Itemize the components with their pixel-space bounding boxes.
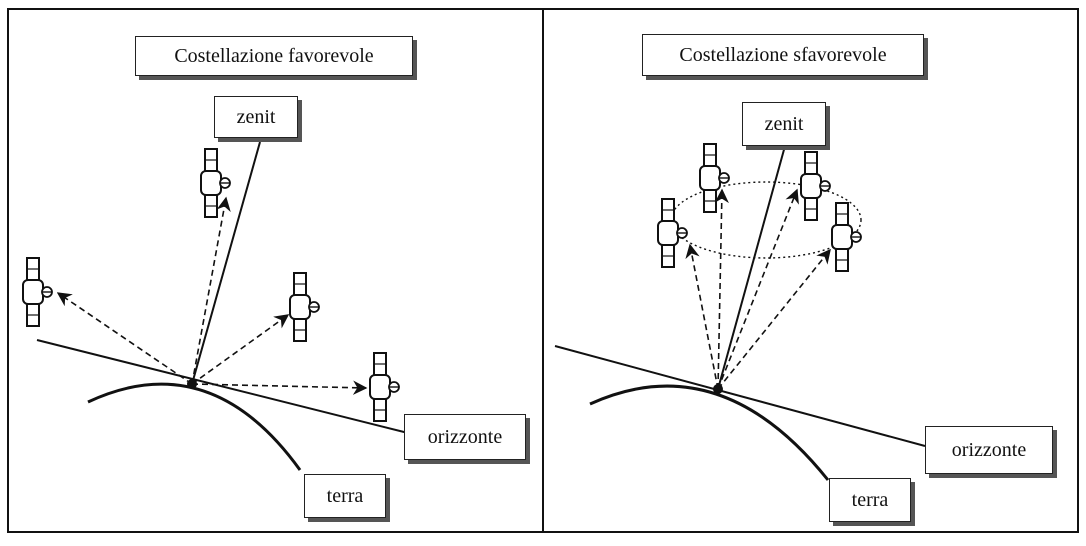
earth-label: terra — [829, 478, 911, 522]
signal-arrow — [714, 188, 729, 390]
satellite-icon — [800, 151, 831, 221]
signal-arrow — [717, 188, 799, 390]
signal-arrow — [717, 248, 831, 390]
satellite-icon — [831, 202, 862, 272]
signal-arrow — [191, 314, 290, 385]
zenith-label: zenit — [214, 96, 298, 138]
earth-label: terra — [304, 474, 386, 518]
signal-arrow — [685, 243, 719, 390]
horizon-label: orizzonte — [925, 426, 1053, 474]
signal-arrow — [191, 380, 368, 395]
satellite-icon — [289, 272, 320, 342]
satellite-icon — [699, 143, 730, 213]
signal-arrow — [56, 292, 193, 385]
satellite-icon — [657, 198, 688, 268]
panel-favorable — [22, 141, 409, 471]
horizon-line — [554, 345, 926, 447]
panel-unfavorable — [554, 143, 926, 481]
signal-arrow — [191, 196, 231, 385]
zenith-line — [717, 145, 786, 390]
panel-title-favorable: Costellazione favorevole — [135, 36, 413, 76]
satellite-icon — [369, 352, 400, 422]
horizon-line — [36, 339, 409, 434]
zenith-line — [191, 141, 261, 385]
satellite-icon — [200, 148, 231, 218]
earth-curve — [589, 384, 830, 481]
observer-point — [713, 384, 723, 394]
zenith-label: zenit — [742, 102, 826, 146]
earth-curve — [87, 382, 302, 471]
observer-point — [187, 379, 197, 389]
panel-title-unfavorable: Costellazione sfavorevole — [642, 34, 924, 76]
satellite-icon — [22, 257, 53, 327]
horizon-label: orizzonte — [404, 414, 526, 460]
satellite-cluster-ring — [670, 181, 862, 259]
